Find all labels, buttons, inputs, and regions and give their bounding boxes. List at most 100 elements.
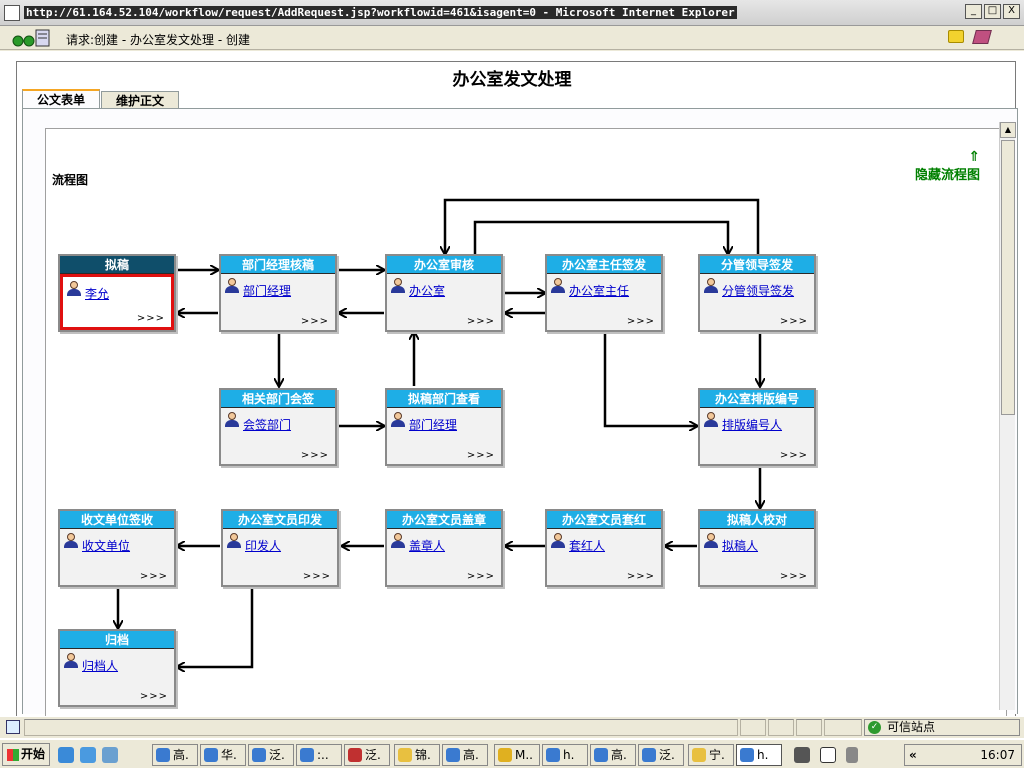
flow-node-archive[interactable]: 归档 归档人 >>> <box>58 629 176 707</box>
hide-flow-label[interactable]: 隐藏流程图 <box>914 168 980 183</box>
start-button[interactable]: 开始 <box>2 743 50 766</box>
person-icon <box>67 281 81 296</box>
flow-node-receive[interactable]: 收文单位签收 收文单位 >>> <box>58 509 176 587</box>
node-more-link[interactable]: >>> <box>139 691 168 702</box>
node-person-link[interactable]: 会签部门 <box>243 418 292 432</box>
node-more-link[interactable]: >>> <box>466 316 495 327</box>
tab-panel <box>22 108 1018 718</box>
flow-node-red-head[interactable]: 办公室文员套红 套红人 >>> <box>545 509 663 587</box>
flow-node-director-sign[interactable]: 办公室主任签发 办公室主任 >>> <box>545 254 663 332</box>
folder-icon[interactable] <box>948 30 964 43</box>
node-title: 归档 <box>60 631 174 649</box>
tab-form[interactable]: 公文表单 <box>22 89 100 109</box>
vertical-scrollbar[interactable]: ▲ <box>999 122 1016 710</box>
person-icon <box>225 412 239 427</box>
node-title: 分管领导签发 <box>700 256 814 274</box>
node-person-link[interactable]: 办公室 <box>409 284 446 298</box>
menu-icon[interactable] <box>846 747 858 763</box>
node-more-link[interactable]: >>> <box>779 450 808 461</box>
app-grid-icon[interactable] <box>794 747 810 763</box>
person-icon <box>225 278 239 293</box>
task-button-active[interactable]: h. <box>736 744 782 766</box>
task-button[interactable]: 泛. <box>638 744 684 766</box>
scroll-thumb[interactable] <box>1001 140 1015 415</box>
node-person-link[interactable]: 办公室主任 <box>569 284 630 298</box>
task-button[interactable]: M.. <box>494 744 540 766</box>
node-person-link[interactable]: 分管领导签发 <box>722 284 795 298</box>
hide-flow-link[interactable]: ⇑ 隐藏流程图 <box>915 150 980 183</box>
toolbar-actions <box>948 30 992 44</box>
node-more-link[interactable]: >>> <box>300 450 329 461</box>
node-more-link[interactable]: >>> <box>302 571 331 582</box>
page-status-icon <box>6 720 20 734</box>
page-title: 办公室发文处理 <box>452 70 572 90</box>
window-title: http://61.164.52.104/workflow/request/Ad… <box>24 6 737 19</box>
node-person-link[interactable]: 排版编号人 <box>722 418 783 432</box>
node-title: 拟稿部门查看 <box>387 390 501 408</box>
flow-node-proofread[interactable]: 拟稿人校对 拟稿人 >>> <box>698 509 816 587</box>
node-person-link[interactable]: 盖章人 <box>409 539 446 553</box>
flow-node-dept-review[interactable]: 部门经理核稿 部门经理 >>> <box>219 254 337 332</box>
node-person-link[interactable]: 归档人 <box>82 659 119 673</box>
flow-node-office-review[interactable]: 办公室审核 办公室 >>> <box>385 254 503 332</box>
task-button[interactable]: 锦. <box>394 744 440 766</box>
node-more-link[interactable]: >>> <box>466 571 495 582</box>
clock: 16:07 <box>980 748 1015 762</box>
node-title: 办公室文员套红 <box>547 511 661 529</box>
node-person-link[interactable]: 收文单位 <box>82 539 131 553</box>
task-button[interactable]: 泛. <box>344 744 390 766</box>
node-person-link[interactable]: 部门经理 <box>409 418 458 432</box>
node-more-link[interactable]: >>> <box>779 571 808 582</box>
outlook-quicklaunch-icon[interactable] <box>80 747 96 763</box>
node-person-link[interactable]: 部门经理 <box>243 284 292 298</box>
tab-maintain-text[interactable]: 维护正文 <box>101 91 179 109</box>
task-button[interactable]: 高. <box>590 744 636 766</box>
flow-node-draft-dept-view[interactable]: 拟稿部门查看 部门经理 >>> <box>385 388 503 466</box>
node-more-link[interactable]: >>> <box>136 313 165 324</box>
task-button[interactable]: 宁. <box>688 744 734 766</box>
ie-quicklaunch-icon[interactable] <box>58 747 74 763</box>
close-button[interactable]: X <box>1003 4 1020 19</box>
person-icon <box>704 412 718 427</box>
node-more-link[interactable]: >>> <box>139 571 168 582</box>
up-arrow-icon: ⇑ <box>968 149 980 165</box>
folder-icon <box>398 748 412 762</box>
tray-expand-icon[interactable]: « <box>909 748 917 762</box>
flow-node-typeset[interactable]: 办公室排版编号 排版编号人 >>> <box>698 388 816 466</box>
taskbar: 开始 高. 华. 泛. :.. 泛. 锦. 高. M.. h. 高. 泛. 宁.… <box>0 738 1024 768</box>
node-person-link[interactable]: 套红人 <box>569 539 606 553</box>
node-person-link[interactable]: 印发人 <box>245 539 282 553</box>
minimize-button[interactable]: _ <box>965 4 982 19</box>
node-person-link[interactable]: 拟稿人 <box>722 539 759 553</box>
node-more-link[interactable]: >>> <box>626 316 655 327</box>
node-title: 办公室文员印发 <box>223 511 337 529</box>
flow-node-leader-sign[interactable]: 分管领导签发 分管领导签发 >>> <box>698 254 816 332</box>
window-controls: _ □ X <box>965 4 1020 19</box>
scroll-up-button[interactable]: ▲ <box>1000 122 1016 138</box>
ie-icon <box>642 748 656 762</box>
flow-node-co-sign[interactable]: 相关部门会签 会签部门 >>> <box>219 388 337 466</box>
node-more-link[interactable]: >>> <box>300 316 329 327</box>
node-more-link[interactable]: >>> <box>779 316 808 327</box>
flow-node-stamp[interactable]: 办公室文员盖章 盖章人 >>> <box>385 509 503 587</box>
status-cell <box>740 719 766 736</box>
node-more-link[interactable]: >>> <box>626 571 655 582</box>
page-content: 办公室发文处理 公文表单 维护正文 <box>0 51 1024 719</box>
security-zone-label: 可信站点 <box>887 720 936 734</box>
task-button[interactable]: 泛. <box>248 744 294 766</box>
task-button[interactable]: :.. <box>296 744 342 766</box>
node-more-link[interactable]: >>> <box>466 450 495 461</box>
node-title: 拟稿人校对 <box>700 511 814 529</box>
request-toolbar: 请求:创建 - 办公室发文处理 - 创建 <box>0 26 1024 50</box>
flow-node-draft[interactable]: 拟稿 李允 >>> <box>58 254 176 332</box>
task-button[interactable]: h. <box>542 744 588 766</box>
task-button[interactable]: 华. <box>200 744 246 766</box>
task-button[interactable]: 高. <box>442 744 488 766</box>
node-person-link[interactable]: 李允 <box>85 287 110 301</box>
maximize-button[interactable]: □ <box>984 4 1001 19</box>
task-button[interactable]: 高. <box>152 744 198 766</box>
help-icon[interactable] <box>820 747 836 763</box>
flow-node-print[interactable]: 办公室文员印发 印发人 >>> <box>221 509 339 587</box>
desktop-quicklaunch-icon[interactable] <box>102 747 118 763</box>
person-icon <box>551 533 565 548</box>
